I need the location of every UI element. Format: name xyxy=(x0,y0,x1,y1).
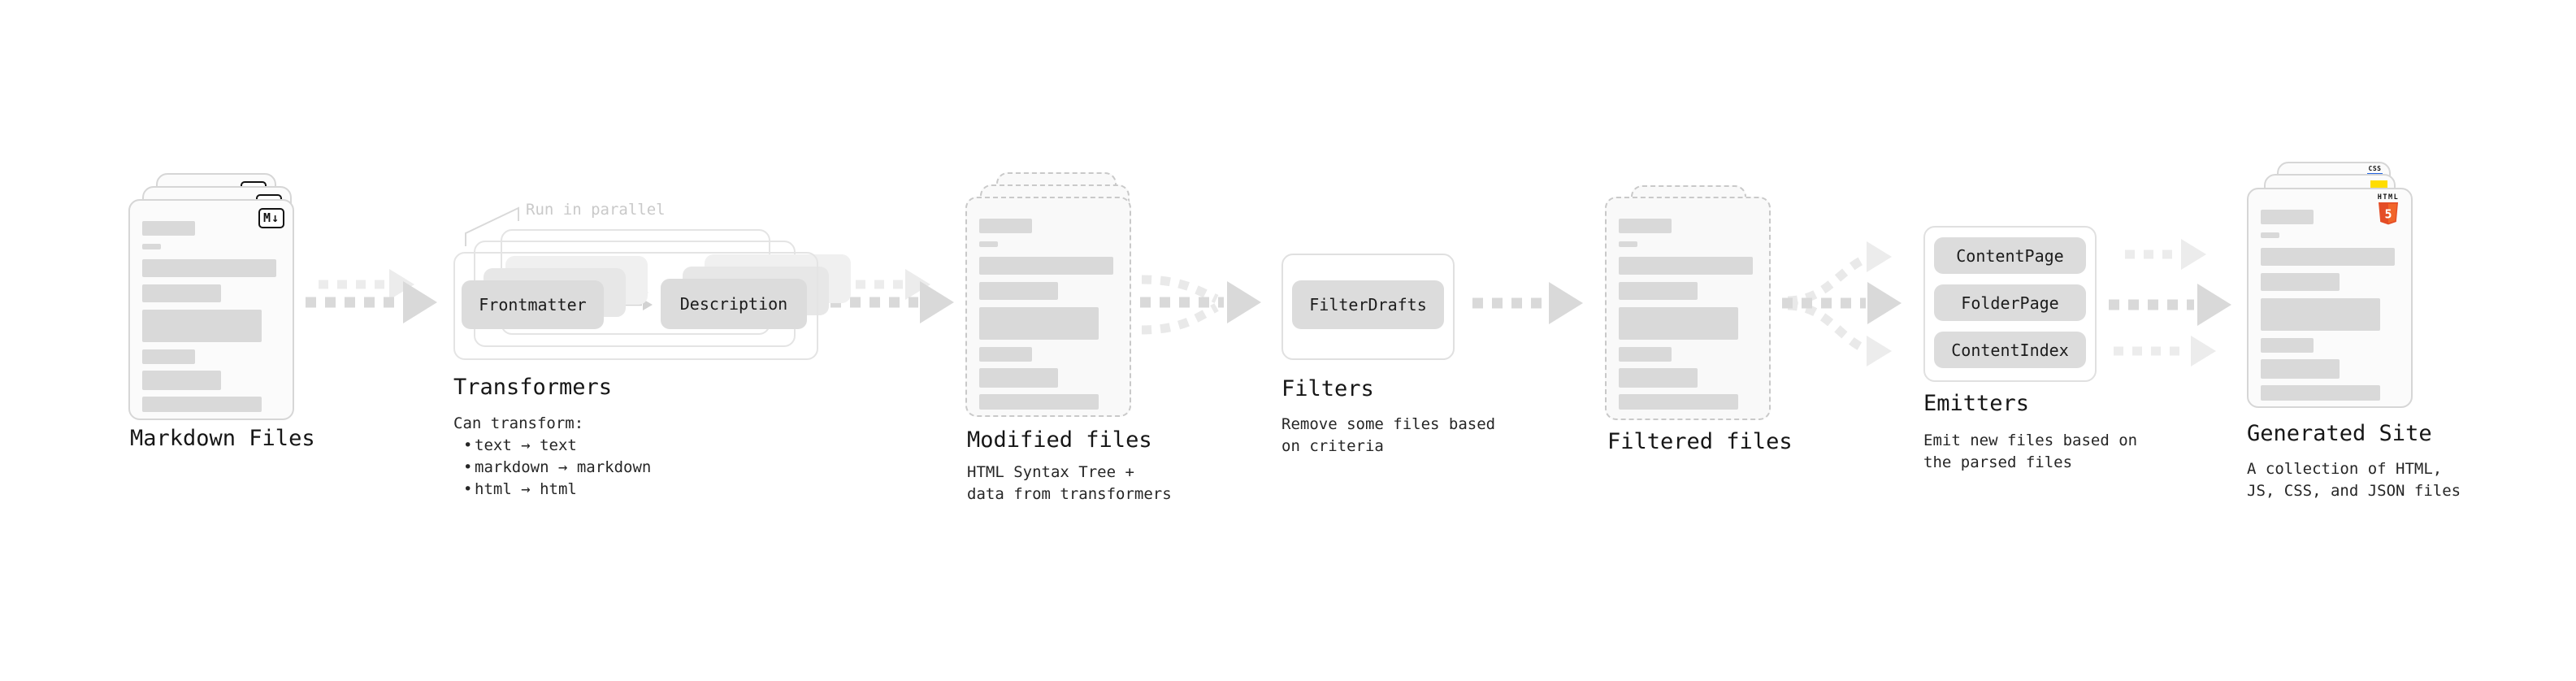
bullet-text: html → html xyxy=(475,480,577,498)
desc-line: JS, CSS, and JSON files xyxy=(2247,482,2461,500)
text-line-bar xyxy=(979,282,1058,300)
html5-word: HTML xyxy=(2377,193,2400,202)
generated-site-label: Generated Site xyxy=(2247,421,2432,446)
site-file-card-front: HTML 5 xyxy=(2247,188,2413,408)
desc-line: data from transformers xyxy=(967,485,1172,503)
text-line-bar xyxy=(1619,394,1738,410)
text-line-bar xyxy=(1619,219,1672,233)
desc-line: the parsed files xyxy=(1923,453,2073,471)
arrow-filters-to-filtered xyxy=(1472,282,1583,324)
file-content-skeleton xyxy=(979,219,1113,410)
filters-label: Filters xyxy=(1281,376,1374,401)
text-line-bar xyxy=(2261,338,2314,353)
emitters-label: Emitters xyxy=(1923,391,2030,416)
file-content-skeleton xyxy=(2261,210,2395,401)
generated-site-description: A collection of HTML, JS, CSS, and JSON … xyxy=(2247,458,2461,502)
text-line-bar xyxy=(142,310,262,342)
text-line-bar xyxy=(1619,257,1753,275)
arrow-emitters-to-site xyxy=(2109,239,2231,367)
text-line-bar xyxy=(979,257,1113,275)
file-content-skeleton xyxy=(1619,219,1753,410)
text-line-bar xyxy=(979,241,998,247)
frontmatter-pill: Frontmatter xyxy=(462,280,604,329)
text-line-bar xyxy=(2261,385,2380,401)
text-line-bar xyxy=(1619,282,1698,300)
emitters-box: ContentPage FolderPage ContentIndex xyxy=(1923,226,2097,382)
transformers-desc-title: Can transform: xyxy=(453,414,584,432)
transformers-label: Transformers xyxy=(453,375,613,400)
text-line-bar xyxy=(2261,248,2395,266)
transform-bullet: • text → text xyxy=(453,435,651,457)
modified-files-description: HTML Syntax Tree + data from transformer… xyxy=(967,462,1172,505)
text-line-bar xyxy=(979,307,1099,340)
text-line-bar xyxy=(1619,307,1738,340)
modified-file-card-front xyxy=(965,197,1131,417)
transform-bullet: • markdown → markdown xyxy=(453,457,651,479)
text-line-bar xyxy=(142,397,262,412)
arrow-modified-to-filters xyxy=(1140,275,1261,335)
text-line-bar xyxy=(142,284,221,302)
bullet-text: text → text xyxy=(475,436,577,454)
bullet-marker: • xyxy=(463,458,473,476)
emitters-description: Emit new files based on the parsed files xyxy=(1923,430,2137,474)
contentindex-pill: ContentIndex xyxy=(1934,332,2086,368)
markdown-files-label: Markdown Files xyxy=(130,426,315,451)
text-line-bar xyxy=(142,259,276,277)
desc-line: A collection of HTML, xyxy=(2247,460,2443,478)
filtered-files-label: Filtered files xyxy=(1607,429,1793,454)
description-pill: Description xyxy=(661,279,807,329)
bullet-marker: • xyxy=(463,480,473,498)
text-line-bar xyxy=(979,219,1032,233)
html5-icon: HTML 5 xyxy=(2374,194,2403,228)
text-line-bar xyxy=(142,221,195,236)
text-line-bar xyxy=(142,371,221,390)
arrow-transformers-to-modified xyxy=(830,269,954,323)
html5-shield: 5 xyxy=(2379,202,2398,225)
text-line-bar xyxy=(979,368,1058,388)
desc-line: Remove some files based xyxy=(1281,415,1496,433)
desc-line: on criteria xyxy=(1281,437,1384,455)
run-in-parallel-leader-line xyxy=(465,206,519,246)
text-line-bar xyxy=(979,394,1099,410)
text-line-bar xyxy=(142,349,195,364)
transformer-outline-front xyxy=(453,252,818,360)
filters-box: FilterDrafts xyxy=(1281,254,1455,360)
svg-text:5: 5 xyxy=(2384,207,2392,222)
text-line-bar xyxy=(2261,273,2340,291)
filters-description: Remove some files based on criteria xyxy=(1281,414,1495,458)
folderpage-pill: FolderPage xyxy=(1934,284,2086,321)
bullet-text: markdown → markdown xyxy=(475,458,652,476)
file-content-skeleton xyxy=(142,221,276,412)
transformers-description: Can transform: • text → text • markdown … xyxy=(453,413,651,501)
arrow-markdown-to-transformers xyxy=(306,269,437,323)
css-badge-label: CSS xyxy=(2368,165,2382,172)
bullet-marker: • xyxy=(463,436,473,454)
arrow-filtered-to-emitters xyxy=(1782,241,1902,367)
text-line-bar xyxy=(2261,298,2380,331)
transform-bullet: • html → html xyxy=(453,479,651,501)
text-line-bar xyxy=(2261,210,2314,224)
modified-files-label: Modified files xyxy=(967,427,1152,453)
text-line-bar xyxy=(1619,241,1637,247)
text-line-bar xyxy=(2261,359,2340,379)
text-line-bar xyxy=(979,347,1032,362)
text-line-bar xyxy=(1619,347,1672,362)
text-line-bar xyxy=(2261,232,2279,238)
markdown-icon: M↓ xyxy=(258,208,284,228)
contentpage-pill: ContentPage xyxy=(1934,237,2086,274)
text-line-bar xyxy=(1619,368,1698,388)
desc-line: Emit new files based on xyxy=(1923,432,2138,449)
run-in-parallel-annotation: Run in parallel xyxy=(526,201,666,219)
filterdrafts-pill: FilterDrafts xyxy=(1292,280,1444,329)
desc-line: HTML Syntax Tree + xyxy=(967,463,1134,481)
markdown-file-card-front: M↓ xyxy=(128,199,294,420)
text-line-bar xyxy=(142,244,161,249)
filtered-file-card-front xyxy=(1605,197,1771,420)
